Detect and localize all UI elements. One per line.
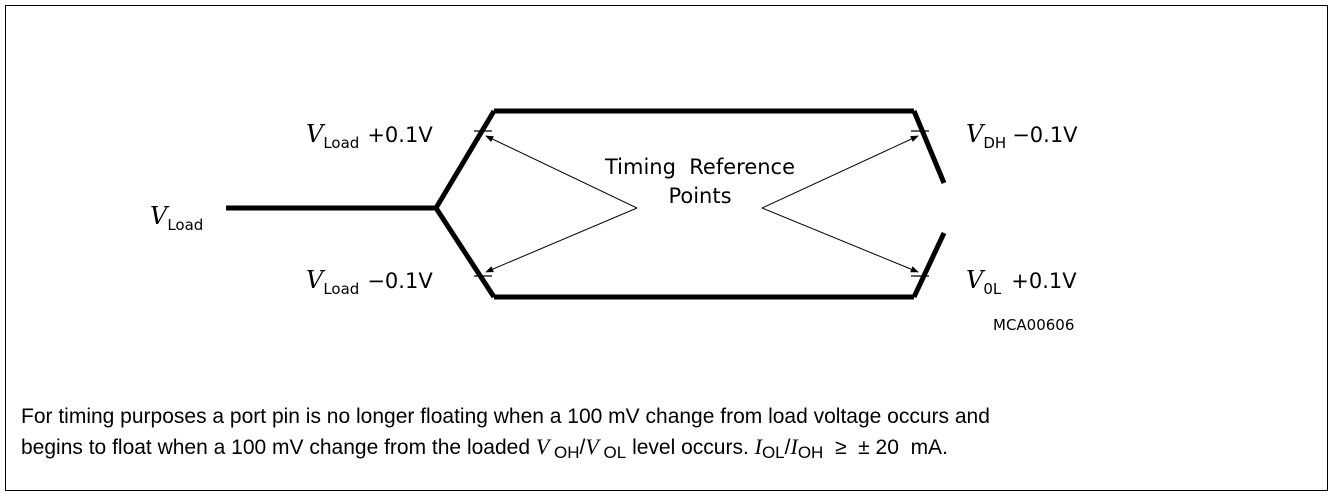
upper-falling-edge <box>911 110 947 184</box>
arrow-to-load-minus <box>485 207 638 273</box>
caption-ol-sub: OL <box>598 443 627 462</box>
caption-line-2-a: begins to float when a 100 mV change fro… <box>21 436 536 459</box>
label-v-load-plus: VLoad+0.1V <box>306 120 433 152</box>
caption-line-1: For timing purposes a port pin is no lon… <box>21 405 990 428</box>
caption-slash-2: / <box>784 436 791 459</box>
caption-line-2-b: level occurs. <box>626 436 755 459</box>
reference-arrows <box>485 135 919 273</box>
label-v-ol-plus: V0L+0.1V <box>966 266 1077 298</box>
reference-ticks <box>474 130 929 277</box>
figure-id: MCA00606 <box>993 316 1074 334</box>
lower-rising-edge <box>911 231 947 299</box>
label-v-load-minus: VLoad−0.1V <box>306 266 433 298</box>
timing-reference-diagram: VLoad VLoad+0.1V VLoad−0.1V VDH−0.1V V0L… <box>150 108 1078 334</box>
label-v-dh-minus: VDH−0.1V <box>966 120 1078 152</box>
timing-points-label: Points <box>668 184 731 208</box>
caption-oh-sub: OH <box>549 443 580 462</box>
caption-iol-sub: OL <box>761 443 785 462</box>
arrow-to-ol-plus <box>761 207 919 273</box>
arrow-to-load-plus <box>485 135 638 209</box>
caption-v-symbol-1: V <box>535 434 550 459</box>
upper-rising-edge <box>433 109 497 210</box>
caption: For timing purposes a port pin is no lon… <box>21 402 1311 463</box>
caption-ioh-sub: OH <box>797 443 824 462</box>
waveform <box>226 108 947 300</box>
caption-v-symbol-2: V <box>585 434 599 459</box>
caption-i-symbol-1: I <box>754 434 762 459</box>
label-v-load: VLoad <box>150 202 203 234</box>
figure-frame <box>5 5 1328 491</box>
arrow-to-dh-minus <box>761 135 919 209</box>
caption-i-symbol-2: I <box>790 434 798 459</box>
caption-slash-1: / <box>579 436 586 459</box>
timing-reference-label: Timing Reference <box>604 155 795 179</box>
lower-falling-edge <box>433 206 497 299</box>
caption-line-2-c: ≥ ± 20 mA. <box>823 436 948 459</box>
